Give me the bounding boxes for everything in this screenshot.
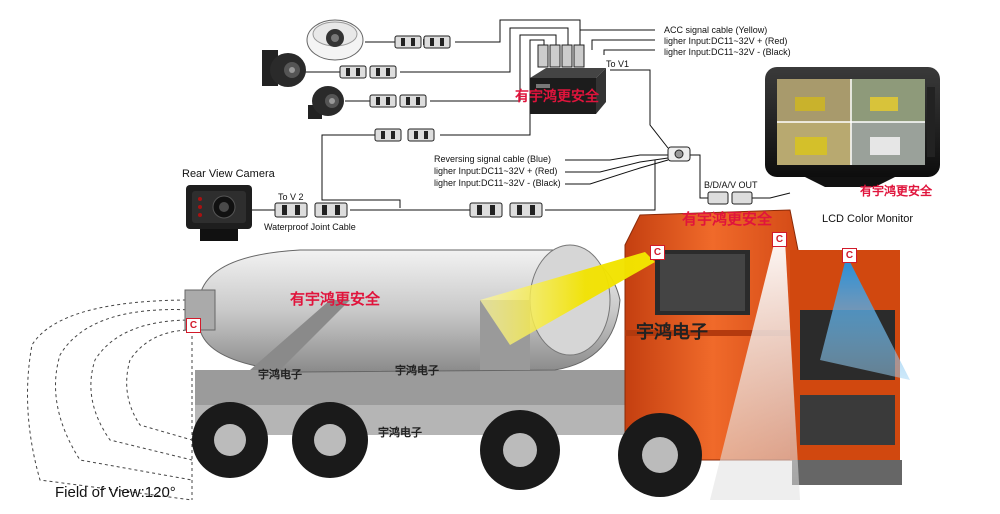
to-v1-label: To V1 [606, 59, 630, 69]
reversing-cable-label: Reversing signal cable (Blue) [434, 154, 552, 164]
top-camera-marker: C [772, 232, 787, 247]
lcd-monitor-icon [765, 67, 940, 187]
dvr-watermark: 有宇鸿更安全 [515, 89, 599, 105]
monitor-watermark: 有宇鸿更安全 [860, 184, 933, 198]
white-view-beam [710, 240, 800, 500]
chassis-mid-text: 宇鸿电子 [378, 426, 422, 439]
rear-view-camera-label: Rear View Camera [182, 168, 275, 180]
waterproof-cable-label: Waterproof Joint Cable [264, 222, 356, 232]
yellow-view-beam [480, 252, 655, 345]
bdav-out-label: B/D/A/V OUT [704, 180, 758, 190]
connector-icon [274, 35, 753, 218]
to-v2-label: To V 2 [278, 192, 304, 202]
power-plus-label: ligher Input:DC11~32V + (Red) [664, 36, 788, 46]
drum-lower-text: 宇鸿电子 [395, 364, 439, 377]
acc-cable-label: ACC signal cable (Yellow) [664, 25, 768, 35]
mirror-camera-marker: C [650, 245, 665, 260]
blue-view-beam [820, 262, 910, 380]
cab-door-text: 宇鸿电子 [636, 322, 708, 343]
power-minus-label: ligher Input:DC11~32V - (Black) [664, 47, 791, 57]
lcd-monitor-label: LCD Color Monitor [822, 213, 914, 225]
rear-camera-marker: C [186, 318, 201, 333]
chassis-left-text: 宇鸿电子 [258, 368, 302, 381]
rear-camera-icon [186, 185, 252, 241]
dome-camera-icon [306, 19, 364, 61]
cab-watermark: 有宇鸿更安全 [682, 210, 773, 228]
bullet-camera-icon [308, 86, 344, 119]
power-minus-mid-label: ligher Input:DC11~32V - (Black) [434, 178, 561, 188]
drum-watermark: 有宇鸿更安全 [290, 290, 381, 308]
field-of-view-label: Field of View:120° [55, 484, 176, 501]
dvr-box-icon [530, 68, 606, 114]
front-camera-marker: C [842, 248, 857, 263]
cables [250, 19, 791, 211]
power-plus-mid-label: ligher Input:DC11~32V + (Red) [434, 166, 558, 176]
side-camera-icon [262, 50, 306, 87]
mixer-truck [27, 209, 910, 501]
